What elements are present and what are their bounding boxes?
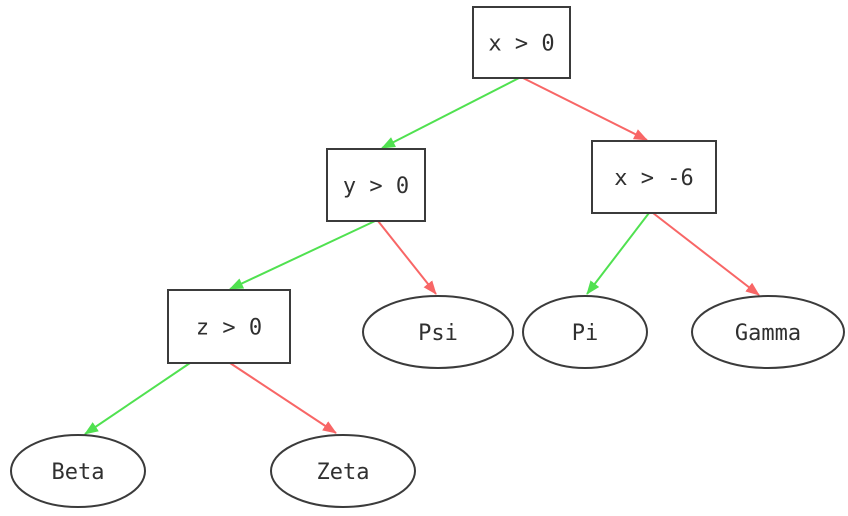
edge-cond-x-gt-m6-to-leaf-gamma	[652, 212, 760, 296]
edge-cond-z-gt-0-to-leaf-zeta	[229, 362, 337, 434]
edge-cond-y-gt-0-to-cond-z-gt-0	[229, 220, 376, 290]
edge-cond-x-gt-m6-to-leaf-pi	[586, 212, 650, 295]
node-label-leaf-pi: Pi	[572, 321, 599, 346]
node-label-cond-x-gt-0: x > 0	[488, 31, 554, 56]
node-label-cond-x-gt-m6: x > -6	[614, 166, 693, 191]
node-label-cond-y-gt-0: y > 0	[343, 174, 409, 199]
node-leaf-gamma	[691, 295, 845, 369]
node-cond-x-gt-0	[472, 6, 571, 79]
node-cond-y-gt-0	[326, 148, 426, 222]
edge-cond-y-gt-0-to-leaf-psi	[377, 220, 437, 295]
node-leaf-pi	[522, 295, 648, 369]
edge-cond-x-gt-0-to-cond-y-gt-0	[381, 77, 520, 149]
node-cond-z-gt-0	[167, 289, 291, 364]
node-leaf-psi	[362, 295, 514, 369]
node-label-leaf-psi: Psi	[418, 321, 458, 346]
node-cond-x-gt-m6	[591, 140, 717, 214]
node-label-cond-z-gt-0: z > 0	[196, 315, 262, 340]
node-label-leaf-zeta: Zeta	[317, 460, 370, 485]
node-leaf-beta	[10, 434, 146, 508]
edge-cond-z-gt-0-to-leaf-beta	[84, 362, 191, 435]
node-label-leaf-beta: Beta	[52, 460, 105, 485]
node-label-leaf-gamma: Gamma	[735, 321, 801, 346]
node-leaf-zeta	[270, 434, 416, 508]
edge-cond-x-gt-0-to-cond-x-gt-m6	[522, 77, 648, 141]
